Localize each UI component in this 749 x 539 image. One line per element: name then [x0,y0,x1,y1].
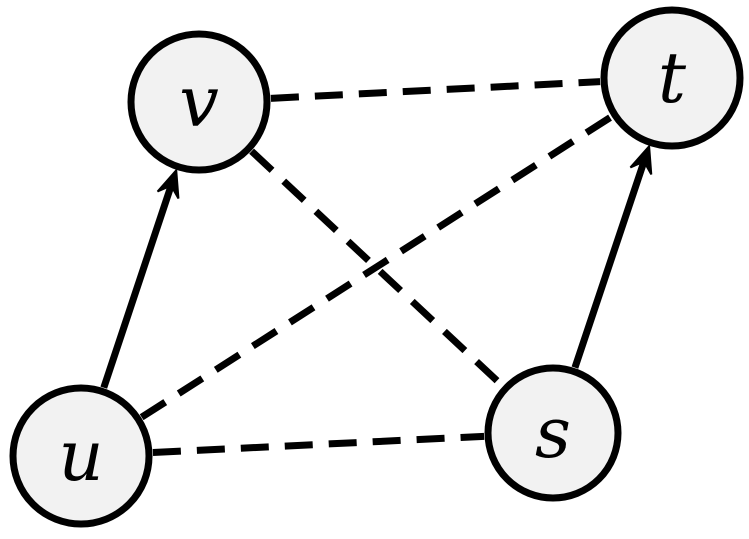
node-v-circle [127,30,271,174]
edge-line-s-t [571,159,648,369]
edge-u-t [139,113,614,421]
edge-line-v-s [249,148,505,389]
node-t-circle [600,6,744,150]
edges-layer [100,78,653,456]
edge-s-t [571,143,653,369]
edge-v-t [270,78,601,102]
edge-line-u-t [139,113,614,421]
node-v-label: v [179,61,219,143]
edge-u-v [100,167,180,389]
edge-line-u-v [100,183,175,389]
arrowhead-icon [156,167,180,199]
edge-line-u-s [152,432,485,456]
edge-line-v-t [270,78,601,102]
node-u-circle [9,384,153,528]
edge-u-s [152,432,485,456]
node-u-label: u [58,415,103,497]
node-s-circle [484,364,622,502]
edge-v-s [249,148,505,389]
node-u: u [9,384,153,528]
node-v: v [127,30,271,174]
node-t-label: t [658,37,687,119]
node-t: t [600,6,744,150]
nodes-layer: v t u s [9,6,744,528]
arrowhead-icon [629,143,653,175]
node-s: s [484,364,622,502]
node-s-label: s [535,392,571,474]
